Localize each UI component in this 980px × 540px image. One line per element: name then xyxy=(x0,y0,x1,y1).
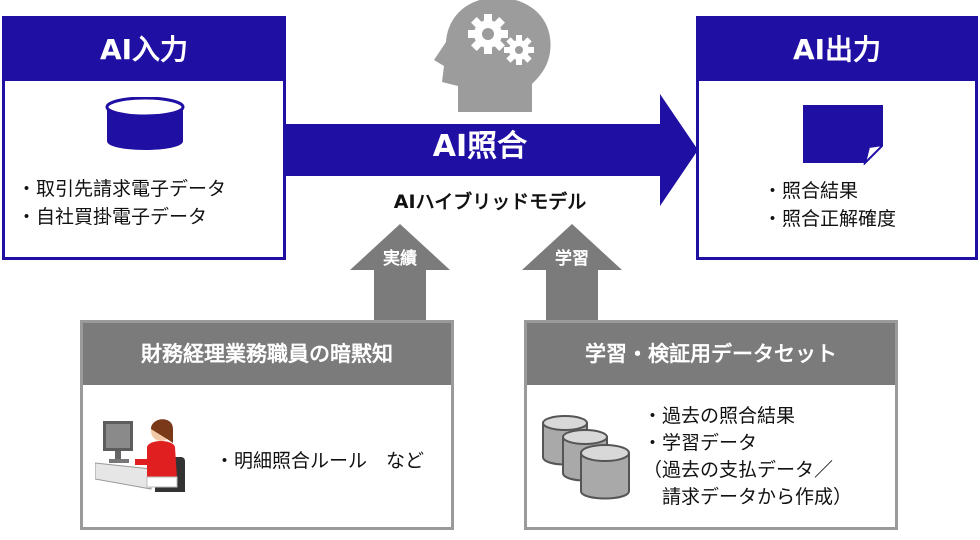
head-gears-icon xyxy=(434,0,551,112)
database-stack-icon xyxy=(542,415,630,500)
dataset-box: 学習・検証用データセット ・過去の照合結果 ・学習データ （過去の支払データ／ … xyxy=(524,320,898,530)
ai-input-box: AI入力 ・取引先請求電子データ ・自社買掛電子データ xyxy=(2,16,286,260)
output-item: ・照合結果 xyxy=(763,180,859,202)
results-arrow-label: 実績 xyxy=(383,249,417,269)
database-icon xyxy=(105,97,185,150)
dataset-title: 学習・検証用データセット xyxy=(527,323,895,385)
dataset-item: 請求データから作成） xyxy=(643,486,853,508)
learning-arrow-label: 学習 xyxy=(555,249,589,269)
dataset-item: ・学習データ xyxy=(643,432,758,454)
dataset-item: （過去の支払データ／ xyxy=(643,459,834,481)
learning-up-arrow xyxy=(522,224,622,324)
output-item: ・照合正解確度 xyxy=(763,208,897,230)
ai-output-title: AI出力 xyxy=(699,19,975,81)
ai-matching-arrow xyxy=(282,94,698,206)
ai-input-title: AI入力 xyxy=(5,19,283,81)
dataset-item: ・過去の照合結果 xyxy=(643,405,796,427)
ai-output-box: AI出力 ・照合結果 ・照合正解確度 xyxy=(696,16,978,260)
input-item: ・取引先請求電子データ xyxy=(17,178,227,200)
tacit-knowledge-box: 財務経理業務職員の暗黙知 ・明細照合ルール など xyxy=(80,320,454,530)
tacit-item: ・明細照合ルール など xyxy=(215,450,425,472)
office-worker-icon xyxy=(95,419,185,492)
tacit-knowledge-title: 財務経理業務職員の暗黙知 xyxy=(83,323,451,385)
input-item: ・自社買掛電子データ xyxy=(17,206,208,228)
ai-matching-label: AI照合 xyxy=(432,129,528,164)
document-icon xyxy=(803,105,883,165)
results-up-arrow xyxy=(350,224,450,324)
hybrid-model-label: AIハイブリッドモデル xyxy=(393,191,587,213)
